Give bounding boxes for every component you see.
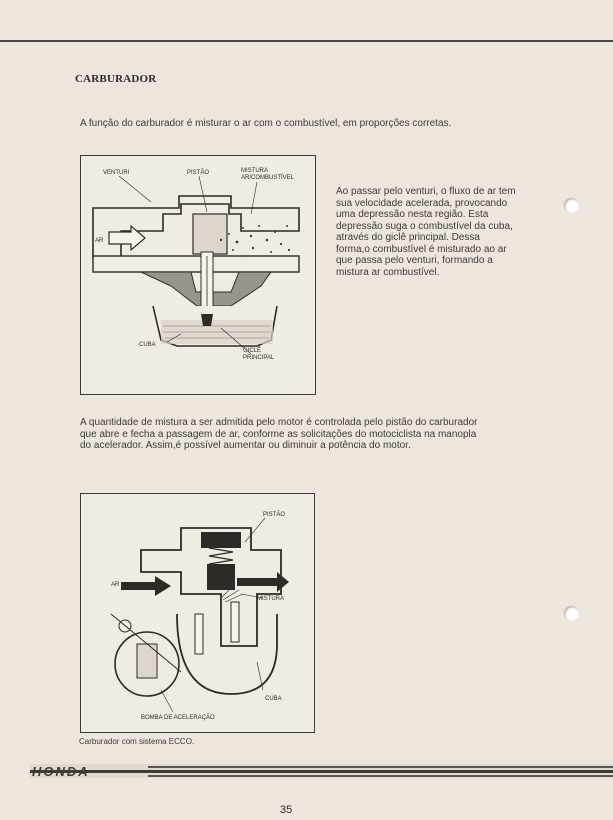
air-arrow-2 — [121, 576, 171, 596]
footer-logo: HONDA — [32, 764, 90, 778]
label-bomba: BOMBA DE ACELERAÇÃO — [141, 714, 215, 721]
label-cuba: CUBA — [139, 342, 156, 348]
label-gicle-1: GICLÊ — [243, 346, 261, 354]
carburetor-cross-section: VENTURI PISTÃO MISTURA AR/COMBUSTÍVEL AR… — [81, 156, 315, 394]
label-mistura-2: AR/COMBUSTÍVEL — [241, 174, 295, 181]
section-title: CARBURADOR — [75, 73, 156, 85]
label-pistao: PISTÃO — [187, 169, 209, 176]
binder-hole-top — [564, 198, 579, 213]
venturi-explanation: Ao passar pelo venturi, o fluxo de ar te… — [336, 186, 516, 278]
page-number: 35 — [280, 804, 292, 816]
intro-paragraph: A função do carburador é misturar o ar c… — [80, 118, 460, 130]
footer-band: HONDA — [30, 764, 613, 778]
label-gicle-2: PRINCIPAL — [243, 355, 275, 361]
label-ar-2: AR — [111, 582, 120, 588]
piston-control-paragraph: A quantidade de mistura a ser admitida p… — [80, 417, 480, 452]
figure-caption: Carburador com sistema ECCO. — [79, 737, 194, 746]
binder-hole-bottom — [564, 606, 579, 621]
fuel-spray — [220, 225, 290, 257]
ecco-carburetor-drawing: PISTÃO AR MISTURA CUBA BOMBA DE ACELERAÇ… — [81, 494, 314, 732]
air-arrow — [109, 226, 145, 250]
label-pistao-2: PISTÃO — [263, 511, 285, 518]
label-cuba-2: CUBA — [265, 696, 282, 702]
top-rule — [0, 40, 613, 42]
carburetor-diagram: VENTURI PISTÃO MISTURA AR/COMBUSTÍVEL AR… — [80, 155, 316, 395]
label-mistura-2b: MISTURA — [257, 596, 284, 602]
ecco-carburetor-diagram: PISTÃO AR MISTURA CUBA BOMBA DE ACELERAÇ… — [80, 493, 315, 733]
label-venturi: VENTURI — [103, 170, 130, 176]
label-mistura-1: MISTURA — [241, 168, 268, 174]
label-ar: AR — [95, 238, 104, 244]
